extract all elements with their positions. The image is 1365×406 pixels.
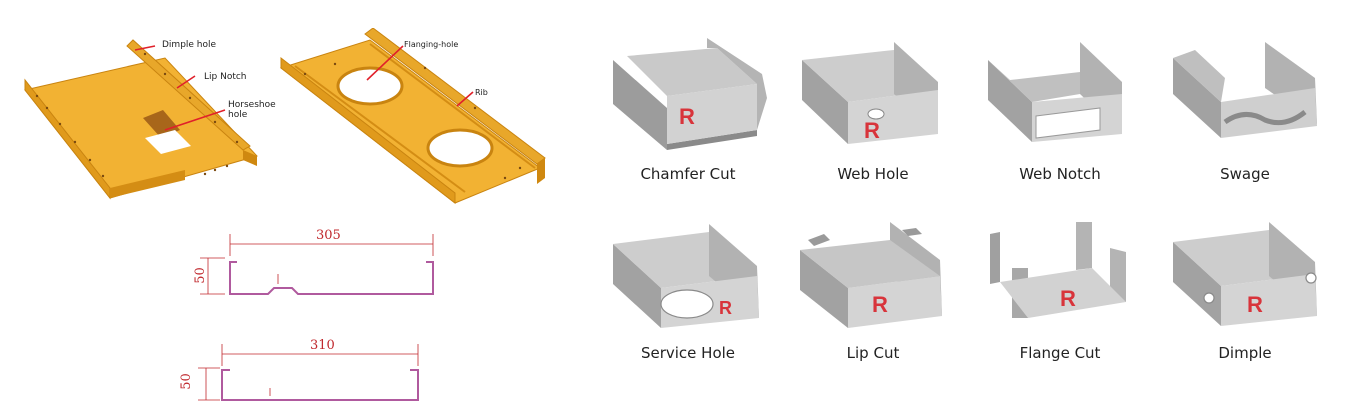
sample-web-hole-image: R xyxy=(802,42,938,144)
profile-2-height: 50 xyxy=(178,373,194,390)
svg-text:R: R xyxy=(679,104,695,129)
sample-dimple-image: R xyxy=(1173,222,1317,326)
beam-diagram-right xyxy=(279,28,546,205)
svg-text:R: R xyxy=(1060,286,1076,311)
svg-text:R: R xyxy=(1247,292,1263,317)
profile-section-1 xyxy=(200,234,434,295)
sample-label-web-notch: Web Notch xyxy=(1019,165,1101,183)
sample-label-swage: Swage xyxy=(1220,165,1270,183)
sample-lip-cut-image: R xyxy=(800,222,942,328)
label-horseshoe-hole-2: hole xyxy=(228,110,248,120)
sample-flange-cut-image: R xyxy=(990,222,1126,318)
svg-text:R: R xyxy=(719,298,732,318)
label-dimple-hole: Dimple hole xyxy=(162,40,217,50)
label-horseshoe-hole-1: Horseshoe xyxy=(228,100,276,110)
sample-chamfer-cut-image: R xyxy=(613,38,767,150)
sample-label-dimple: Dimple xyxy=(1218,344,1272,362)
sample-web-notch-image xyxy=(988,42,1122,142)
sample-label-web-hole: Web Hole xyxy=(837,165,909,183)
sample-label-lip-cut: Lip Cut xyxy=(846,344,900,362)
sample-swage-image xyxy=(1173,42,1317,138)
label-flanging-hole: Flanging-hole xyxy=(404,40,459,49)
label-lip-notch: Lip Notch xyxy=(204,72,247,82)
sample-label-flange-cut: Flange Cut xyxy=(1019,344,1101,362)
profile-2-width: 310 xyxy=(310,338,335,353)
sample-service-hole-image: R xyxy=(613,224,759,328)
beam-diagram-left xyxy=(24,39,258,200)
profile-1-width: 305 xyxy=(316,228,341,243)
sample-label-service-hole: Service Hole xyxy=(640,344,736,362)
sample-label-chamfer-cut: Chamfer Cut xyxy=(640,165,736,183)
label-rib: Rib xyxy=(475,88,488,97)
profile-section-2 xyxy=(198,344,419,401)
profile-1-height: 50 xyxy=(192,267,208,284)
svg-text:R: R xyxy=(864,118,880,143)
svg-text:R: R xyxy=(872,292,888,317)
